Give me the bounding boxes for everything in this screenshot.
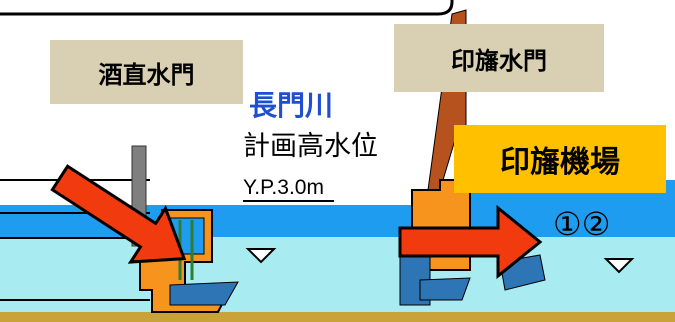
water-right-lower	[470, 272, 675, 312]
top-frame-line	[0, 0, 454, 16]
inba-flow-arrow	[398, 204, 543, 280]
sakanao-gate-label: 酒直水門	[50, 40, 243, 104]
pump-numbers: ①②	[553, 205, 611, 243]
sakanao-flow-arrow	[50, 164, 187, 264]
water-level-marker-2	[603, 258, 635, 274]
water-level-marker-1	[245, 248, 277, 264]
sakanao-pump-outlet	[169, 281, 239, 306]
inba-pump-outlet	[419, 277, 471, 301]
river-name: 長門川	[249, 89, 334, 122]
water-level-value: Y.P.3.0m	[243, 176, 334, 202]
plan-high-water-level: 計画高水位	[243, 131, 378, 162]
riverbed-ground	[0, 312, 675, 322]
pump-station-label: 印旛機場	[454, 125, 666, 193]
inba-gate-label: 印旛水門	[394, 24, 604, 92]
